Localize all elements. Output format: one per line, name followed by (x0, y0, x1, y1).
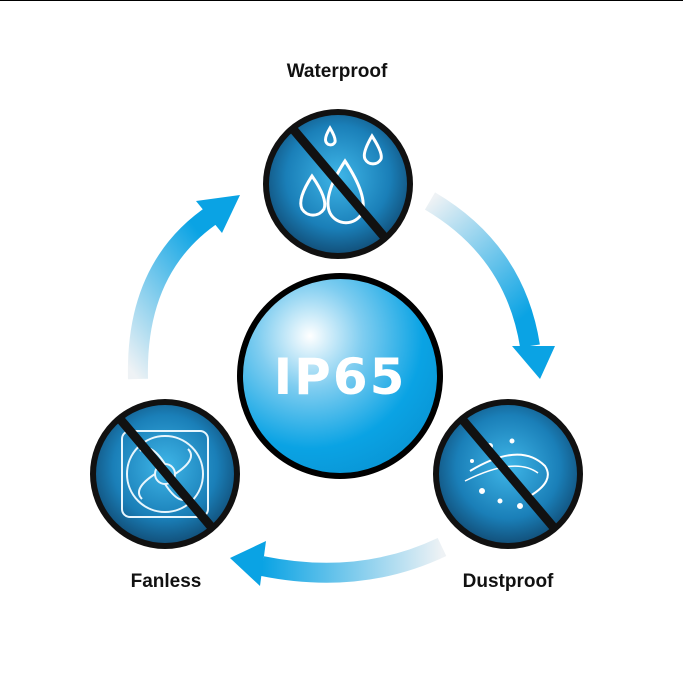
dustproof-badge (433, 399, 583, 549)
prohibition-slash (458, 416, 559, 532)
arrow-fanless-to-waterproof (127, 195, 240, 380)
prohibition-slash (289, 126, 390, 242)
arrow-waterproof-to-dustproof (424, 192, 555, 379)
dustproof-label: Dustproof (462, 571, 554, 592)
waterproof-badge (263, 109, 413, 259)
arrow-dustproof-to-fanless (230, 537, 447, 586)
water-drops-icon (299, 125, 383, 225)
ip65-ball: IP65 (237, 273, 443, 479)
fanless-label: Fanless (130, 571, 202, 592)
ip65-label: IP65 (274, 348, 407, 406)
waterproof-label: Waterproof (286, 61, 388, 82)
prohibition-slash (116, 416, 217, 532)
fanless-badge (90, 399, 240, 549)
